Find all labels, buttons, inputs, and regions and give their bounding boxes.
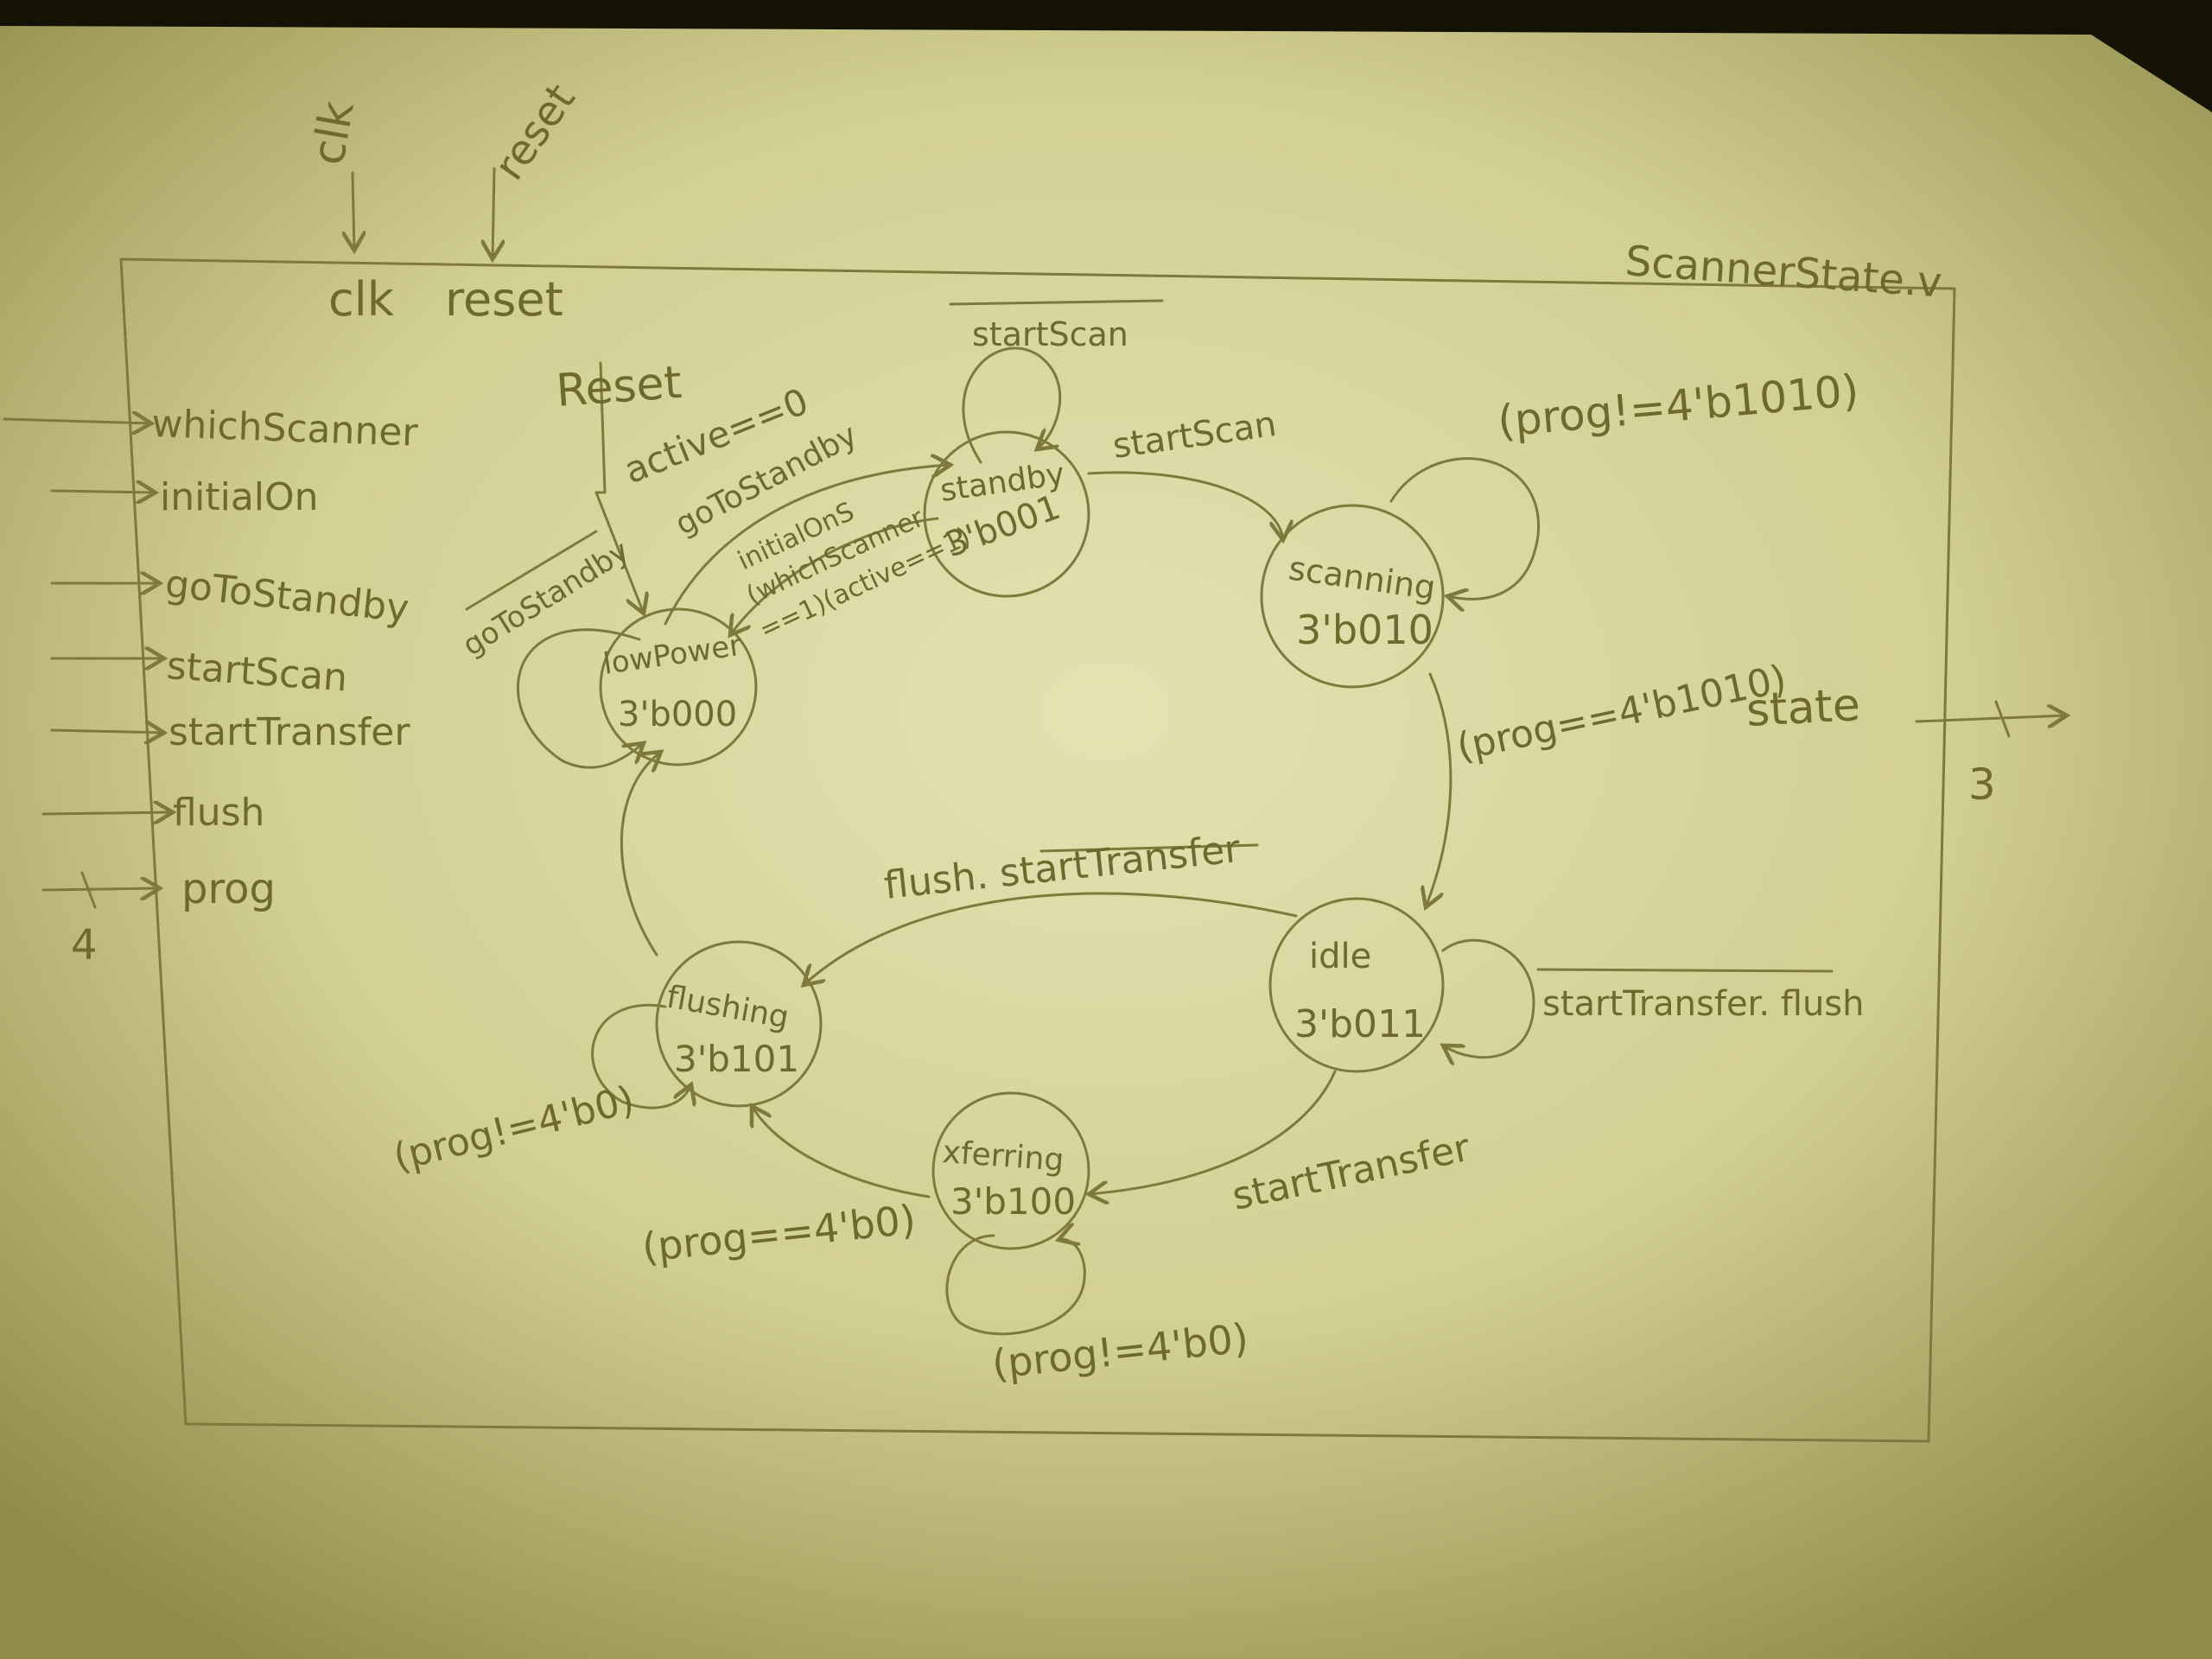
- state-code: 3'b100: [950, 1180, 1076, 1223]
- arc-standby-to-scanning: [1087, 471, 1283, 540]
- overbar: [1536, 968, 1834, 973]
- clk-port-label: clk: [328, 272, 395, 327]
- reset-arrow-to-lowpower: [594, 361, 644, 613]
- loop-flushing: [591, 1003, 691, 1109]
- input-label-starttransfer: startTransfer: [168, 710, 410, 754]
- output-port: state 3: [1745, 679, 2067, 810]
- arc-flushing-to-lowpower: [620, 752, 661, 957]
- output-arrow: [1915, 715, 2067, 721]
- transition-arcs: [594, 361, 1452, 1198]
- arc-idle-to-flushing: [804, 892, 1298, 985]
- reset-arrow: [493, 167, 494, 259]
- prog-width-label: 4: [71, 921, 98, 969]
- overbar: [949, 299, 1164, 306]
- loop-standby: [962, 346, 1062, 464]
- state-circle: [599, 607, 758, 766]
- bus-slash: [1994, 700, 2011, 738]
- input-arrow: [41, 812, 173, 814]
- input-arrow: [41, 888, 160, 890]
- reset-label: Reset: [555, 357, 683, 417]
- state-circle: [1268, 897, 1445, 1073]
- bus-slash: [80, 871, 97, 909]
- module-box: [119, 257, 1956, 1443]
- overbar: [1039, 843, 1259, 853]
- clk-arrow-label: clk: [302, 98, 365, 168]
- self-loops: [517, 346, 1540, 1336]
- input-label-whichscanner: whichScanner: [151, 402, 420, 455]
- idle-self-condition: startTransfer. flush: [1542, 984, 1865, 1024]
- state-circle: [1260, 504, 1445, 689]
- arc-lowpower-to-standby: [664, 465, 950, 626]
- state-circle: [931, 1091, 1090, 1250]
- loop-xferring: [945, 1236, 1086, 1336]
- clk-arrow: [353, 171, 354, 251]
- input-arrow: [50, 491, 156, 493]
- arc-scanning-to-idle: [1426, 672, 1452, 907]
- state-code: 3'b101: [674, 1038, 799, 1080]
- state-name: idle: [1309, 937, 1371, 976]
- paper-sheet: [0, 26, 2212, 1659]
- reset-port-label: reset: [445, 272, 563, 327]
- arc-xferring-to-flushing: [752, 1106, 931, 1198]
- state-code: 3'b010: [1296, 607, 1433, 653]
- standby-self-condition: startScan: [972, 315, 1128, 353]
- output-width-label: 3: [1968, 760, 1996, 810]
- state-circle: [923, 430, 1090, 598]
- state-code: 3'b011: [1294, 1002, 1426, 1046]
- loop-lowpower: [517, 628, 644, 769]
- input-label-flush: flush: [173, 791, 264, 835]
- state-code: 3'b000: [618, 695, 737, 734]
- state-name: xferring: [941, 1135, 1065, 1179]
- state-circle: [655, 940, 823, 1108]
- overbar: [465, 530, 598, 611]
- output-label: state: [1745, 679, 1862, 737]
- loop-scanning: [1389, 457, 1540, 600]
- input-arrow: [50, 730, 164, 733]
- loop-idle: [1443, 938, 1535, 1057]
- input-label-prog: prog: [181, 865, 276, 913]
- input-label-initialon: initialOn: [160, 475, 319, 519]
- arc-standby-to-lowpower: [730, 517, 939, 635]
- state-idle: idle 3'b011: [1268, 897, 1445, 1073]
- arc-idle-to-xferring: [1089, 1070, 1337, 1194]
- state-xferring: xferring 3'b100: [931, 1091, 1090, 1250]
- input-arrow: [3, 419, 151, 423]
